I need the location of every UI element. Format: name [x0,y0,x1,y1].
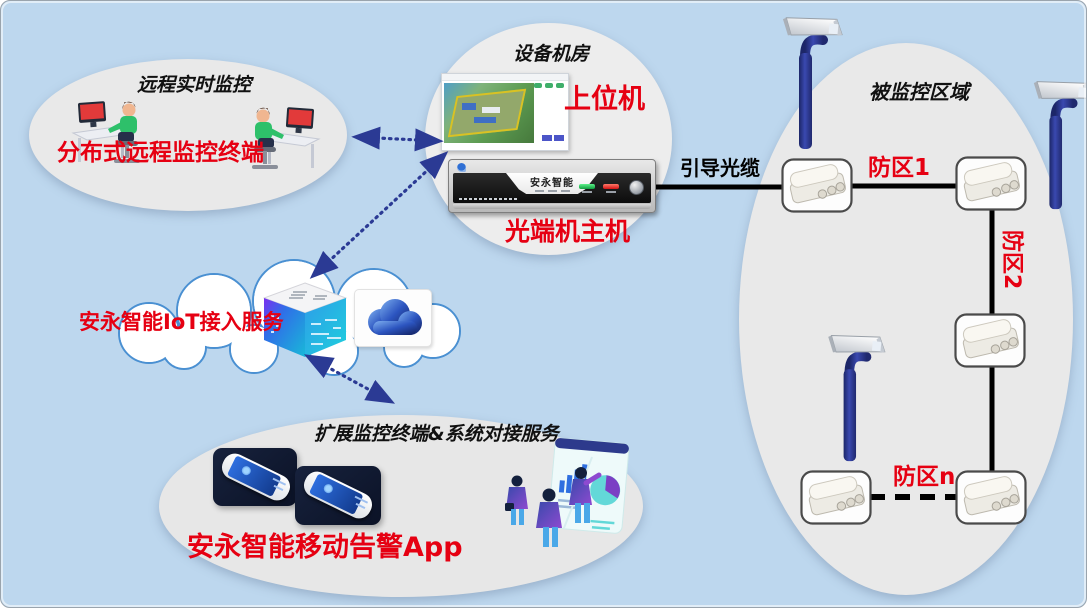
junction-box-icon [781,158,853,213]
cloud-image-icon [354,289,432,347]
upper-computer-label: 上位机 [564,84,645,115]
zone1-label: 防区1 [868,155,931,181]
phone-icon [213,448,297,506]
server-icon [263,282,347,357]
equipment-room-title: 设备机房 [513,43,590,65]
monitored-area-title: 被监控区域 [869,80,969,104]
zonen-label: 防区n [893,464,956,490]
junction-box-icon [954,313,1026,368]
device-knob-icon [629,180,644,195]
remote-group-label: 分布式远程监控终端 [57,140,264,166]
device-brand-label: 安永智能 [530,178,574,189]
zone2-label: 防区2 [999,230,1024,290]
camera-icon [817,331,897,465]
phone-icon [295,466,381,525]
brand-logo-icon [457,163,466,172]
app-group-title: 扩展监控终端&系统对接服务 [314,423,559,445]
device-led-green-icon [579,184,595,193]
optical-host-label: 光端机主机 [505,217,631,246]
iot-service-label: 安永智能IoT接入服务 [79,310,284,334]
remote-group-title: 远程实时监控 [137,74,252,96]
camera-icon [773,13,853,153]
cable-label: 引导光缆 [680,156,760,180]
junction-box-icon [955,470,1027,525]
camera-icon [1023,77,1087,213]
optical-terminal-device: 安永智能 [448,159,656,213]
junction-box-icon [955,156,1027,211]
junction-box-icon [800,470,872,525]
scada-screenshot [441,73,569,151]
presentation-icon [505,437,629,547]
device-led-red-icon [603,184,619,193]
mobile-app-label: 安永智能移动告警App [187,532,463,563]
